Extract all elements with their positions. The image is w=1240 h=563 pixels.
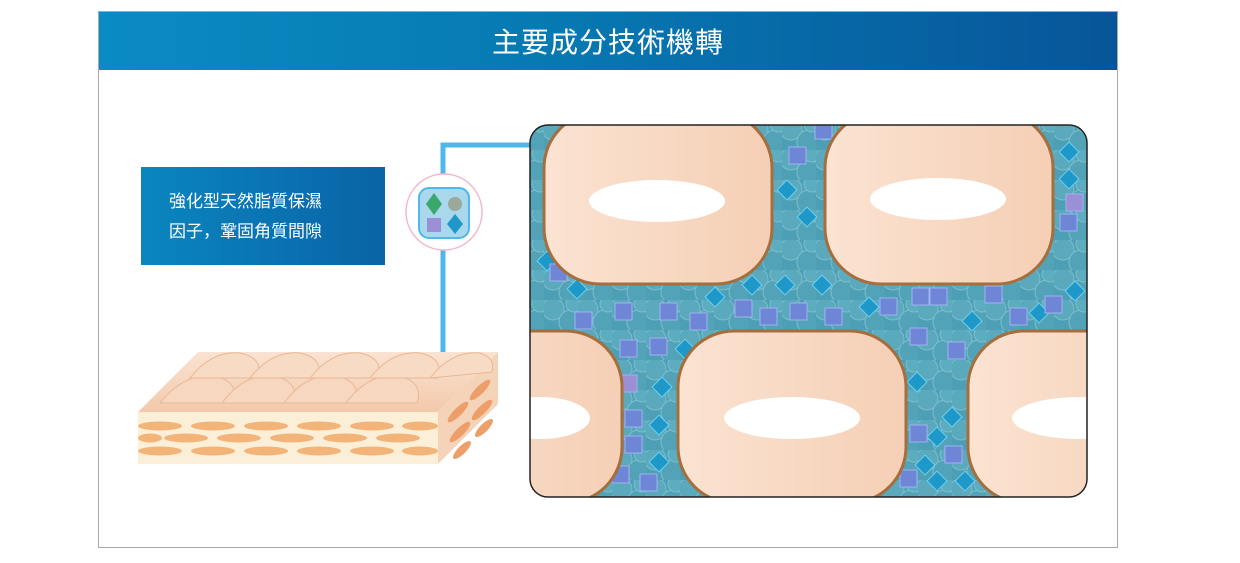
callout-box: 強化型天然脂質保濕 因子，鞏固角質間隙 <box>141 167 385 265</box>
diamond-particles <box>536 141 1086 492</box>
ingredient-magnifier-icon <box>405 173 483 251</box>
corneocyte-cells <box>530 125 1087 497</box>
diamond-icon <box>447 214 463 234</box>
skin-layer-block <box>138 352 498 464</box>
circle-icon <box>448 197 462 211</box>
page-title: 主要成分技術機轉 <box>99 12 1117 70</box>
diamond-icon <box>426 193 442 215</box>
square-icon <box>427 218 441 232</box>
square-particles <box>549 125 1084 492</box>
callout-line-1: 強化型天然脂質保濕 <box>169 192 322 212</box>
callout-line-2: 因子，鞏固角質間隙 <box>169 222 322 242</box>
magnified-cell-panel <box>529 124 1088 498</box>
connector-line <box>440 142 532 360</box>
